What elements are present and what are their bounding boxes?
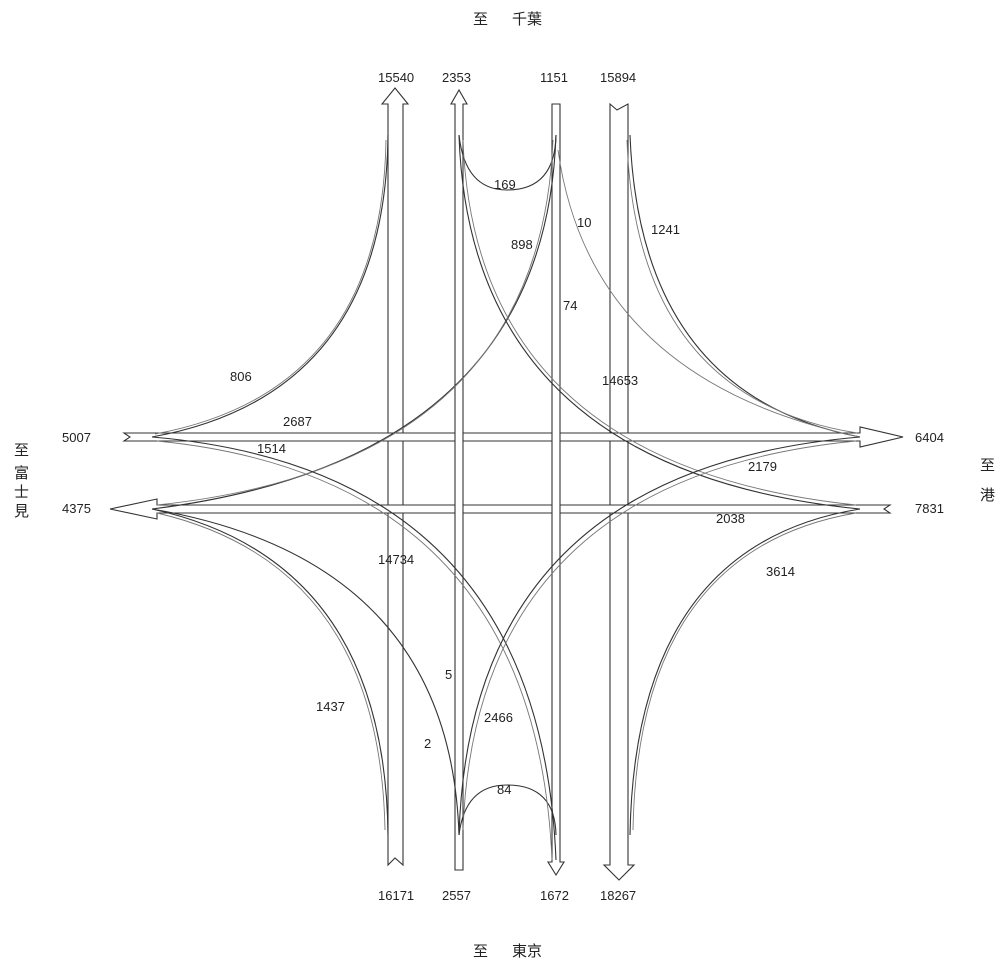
west-out-volume: 4375 bbox=[62, 501, 91, 516]
northbound-through-arrow bbox=[380, 87, 410, 867]
movement-1514: 1514 bbox=[257, 441, 286, 456]
southbound-through-arrow bbox=[602, 102, 636, 881]
curve-south-in-to-east-edge bbox=[462, 440, 857, 831]
curve-west-to-north-edge bbox=[154, 139, 387, 435]
curve-west-in-to-south bbox=[151, 436, 557, 861]
curve-east-to-south bbox=[629, 508, 861, 836]
movement-1437: 1437 bbox=[316, 699, 345, 714]
dest-east-prefix: 至 bbox=[980, 456, 995, 474]
curve-north-in-to-east bbox=[557, 149, 861, 438]
north-in-volume: 15894 bbox=[600, 70, 636, 85]
dest-west-char1: 富 bbox=[14, 464, 29, 482]
movement-2038: 2038 bbox=[716, 511, 745, 526]
curve-south-in-to-east bbox=[458, 436, 861, 836]
movement-806: 806 bbox=[230, 369, 252, 384]
uturn-south bbox=[458, 784, 557, 836]
curve-north-to-east-edge bbox=[626, 139, 858, 434]
north-turn-out-arrow bbox=[450, 88, 468, 871]
dest-south-prefix: 至 bbox=[473, 942, 488, 960]
movement-3614: 3614 bbox=[766, 564, 795, 579]
dest-south-name: 東京 bbox=[512, 942, 542, 960]
dest-east-name: 港 bbox=[980, 486, 995, 504]
movement-2: 2 bbox=[424, 736, 431, 751]
south-turn-in-volume: 2557 bbox=[442, 888, 471, 903]
curve-east-in-to-north-edge bbox=[462, 139, 857, 506]
east-in-volume: 7831 bbox=[915, 501, 944, 516]
movement-1241: 1241 bbox=[651, 222, 680, 237]
dest-north-name: 千葉 bbox=[512, 10, 542, 28]
movement-2687: 2687 bbox=[283, 414, 312, 429]
curve-north-in-to-west bbox=[151, 134, 557, 510]
movement-14653: 14653 bbox=[602, 373, 638, 388]
dest-north-prefix: 至 bbox=[473, 10, 488, 28]
dest-west-char2: 士 bbox=[14, 483, 29, 501]
east-out-volume: 6404 bbox=[915, 430, 944, 445]
curve-north-to-east bbox=[629, 134, 861, 438]
eastbound-through-arrow bbox=[122, 426, 904, 448]
dest-west-prefix: 至 bbox=[14, 441, 29, 459]
movement-74: 74 bbox=[563, 298, 577, 313]
curve-south-to-west-edge bbox=[156, 512, 386, 831]
movement-10: 10 bbox=[577, 215, 591, 230]
movement-84: 84 bbox=[497, 782, 511, 797]
movement-14734: 14734 bbox=[378, 552, 414, 567]
west-in-volume: 5007 bbox=[62, 430, 91, 445]
westbound-through-arrow bbox=[109, 498, 892, 520]
curve-east-to-south-edge bbox=[632, 512, 857, 831]
north-turn-out-volume: 2353 bbox=[442, 70, 471, 85]
curve-north-in-to-west-edge bbox=[156, 139, 554, 506]
south-turn-out-arrow bbox=[547, 103, 565, 877]
movement-2179: 2179 bbox=[748, 459, 777, 474]
north-out-volume: 15540 bbox=[378, 70, 414, 85]
curve-south-to-west bbox=[151, 508, 389, 836]
movement-2466: 2466 bbox=[484, 710, 513, 725]
movement-169: 169 bbox=[494, 177, 516, 192]
curve-west-in-to-south-edge bbox=[156, 440, 553, 861]
south-out-volume: 18267 bbox=[600, 888, 636, 903]
dest-west-char3: 見 bbox=[14, 502, 29, 520]
movement-898: 898 bbox=[511, 237, 533, 252]
south-turn-out-volume: 1672 bbox=[540, 888, 569, 903]
south-in-volume: 16171 bbox=[378, 888, 414, 903]
north-turn-in-volume: 1151 bbox=[540, 70, 568, 85]
movement-5: 5 bbox=[445, 667, 452, 682]
curve-west-to-north bbox=[151, 134, 389, 438]
curve-east-in-to-north bbox=[458, 134, 861, 510]
curve-west-in-to-south-small bbox=[151, 508, 460, 836]
